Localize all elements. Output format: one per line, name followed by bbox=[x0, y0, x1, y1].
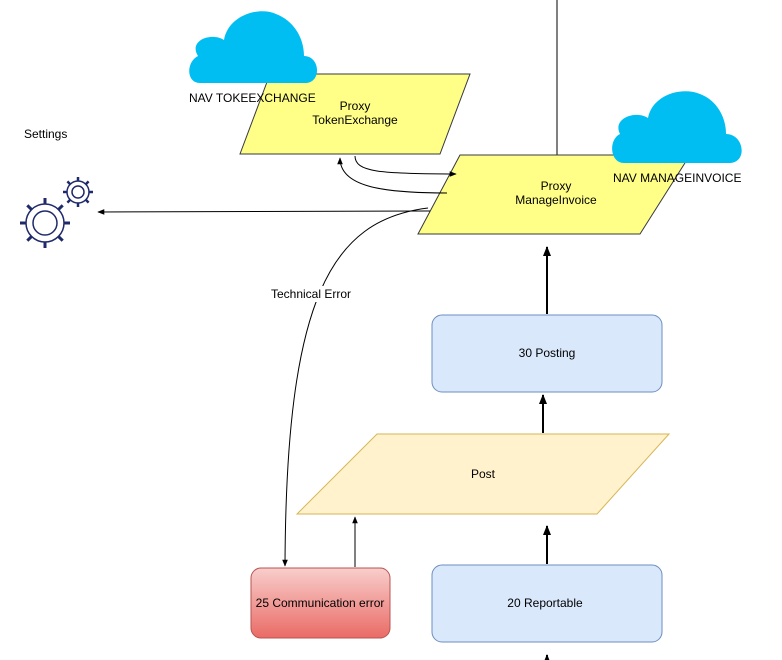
cloud-icon bbox=[612, 91, 742, 163]
proxy-manage-invoice-label-line2: ManageInvoice bbox=[515, 193, 597, 207]
edge-token-to-manage bbox=[354, 155, 457, 177]
nav-manageinvoice-label: NAV MANAGEINVOICE bbox=[613, 171, 741, 185]
technical-error-label-bg bbox=[268, 286, 354, 302]
communication-error-label: 25 Communication error bbox=[256, 596, 385, 610]
cloud-icon bbox=[189, 11, 318, 83]
gears-icon[interactable] bbox=[20, 177, 93, 248]
edge-manage-to-token bbox=[337, 157, 448, 194]
technical-error-label: Technical Error bbox=[271, 287, 351, 301]
reportable-node[interactable]: 20 Reportable bbox=[431, 564, 663, 643]
proxy-token-exchange-label-line1: Proxy bbox=[340, 99, 371, 113]
reportable-label: 20 Reportable bbox=[507, 596, 583, 610]
settings-label: Settings bbox=[24, 127, 67, 141]
nav-tokenexchange-cloud: NAV TOKEEXCHANGE bbox=[189, 11, 318, 105]
communication-error-node[interactable]: 25 Communication error bbox=[250, 567, 391, 639]
post-label: Post bbox=[471, 467, 496, 481]
proxy-manage-invoice-node[interactable]: Proxy ManageInvoice bbox=[417, 154, 691, 235]
proxy-token-exchange-label-line2: TokenExchange bbox=[312, 113, 398, 127]
proxy-token-exchange-node[interactable]: Proxy TokenExchange bbox=[239, 73, 471, 155]
proxy-manage-invoice-label-line1: Proxy bbox=[541, 179, 572, 193]
posting-label: 30 Posting bbox=[519, 346, 576, 360]
nav-tokenexchange-label: NAV TOKEEXCHANGE bbox=[189, 91, 316, 105]
post-node[interactable]: Post bbox=[295, 433, 671, 515]
edge-manage-to-settings bbox=[97, 209, 431, 215]
posting-node[interactable]: 30 Posting bbox=[431, 314, 663, 393]
nav-manageinvoice-cloud: NAV MANAGEINVOICE bbox=[612, 91, 742, 185]
